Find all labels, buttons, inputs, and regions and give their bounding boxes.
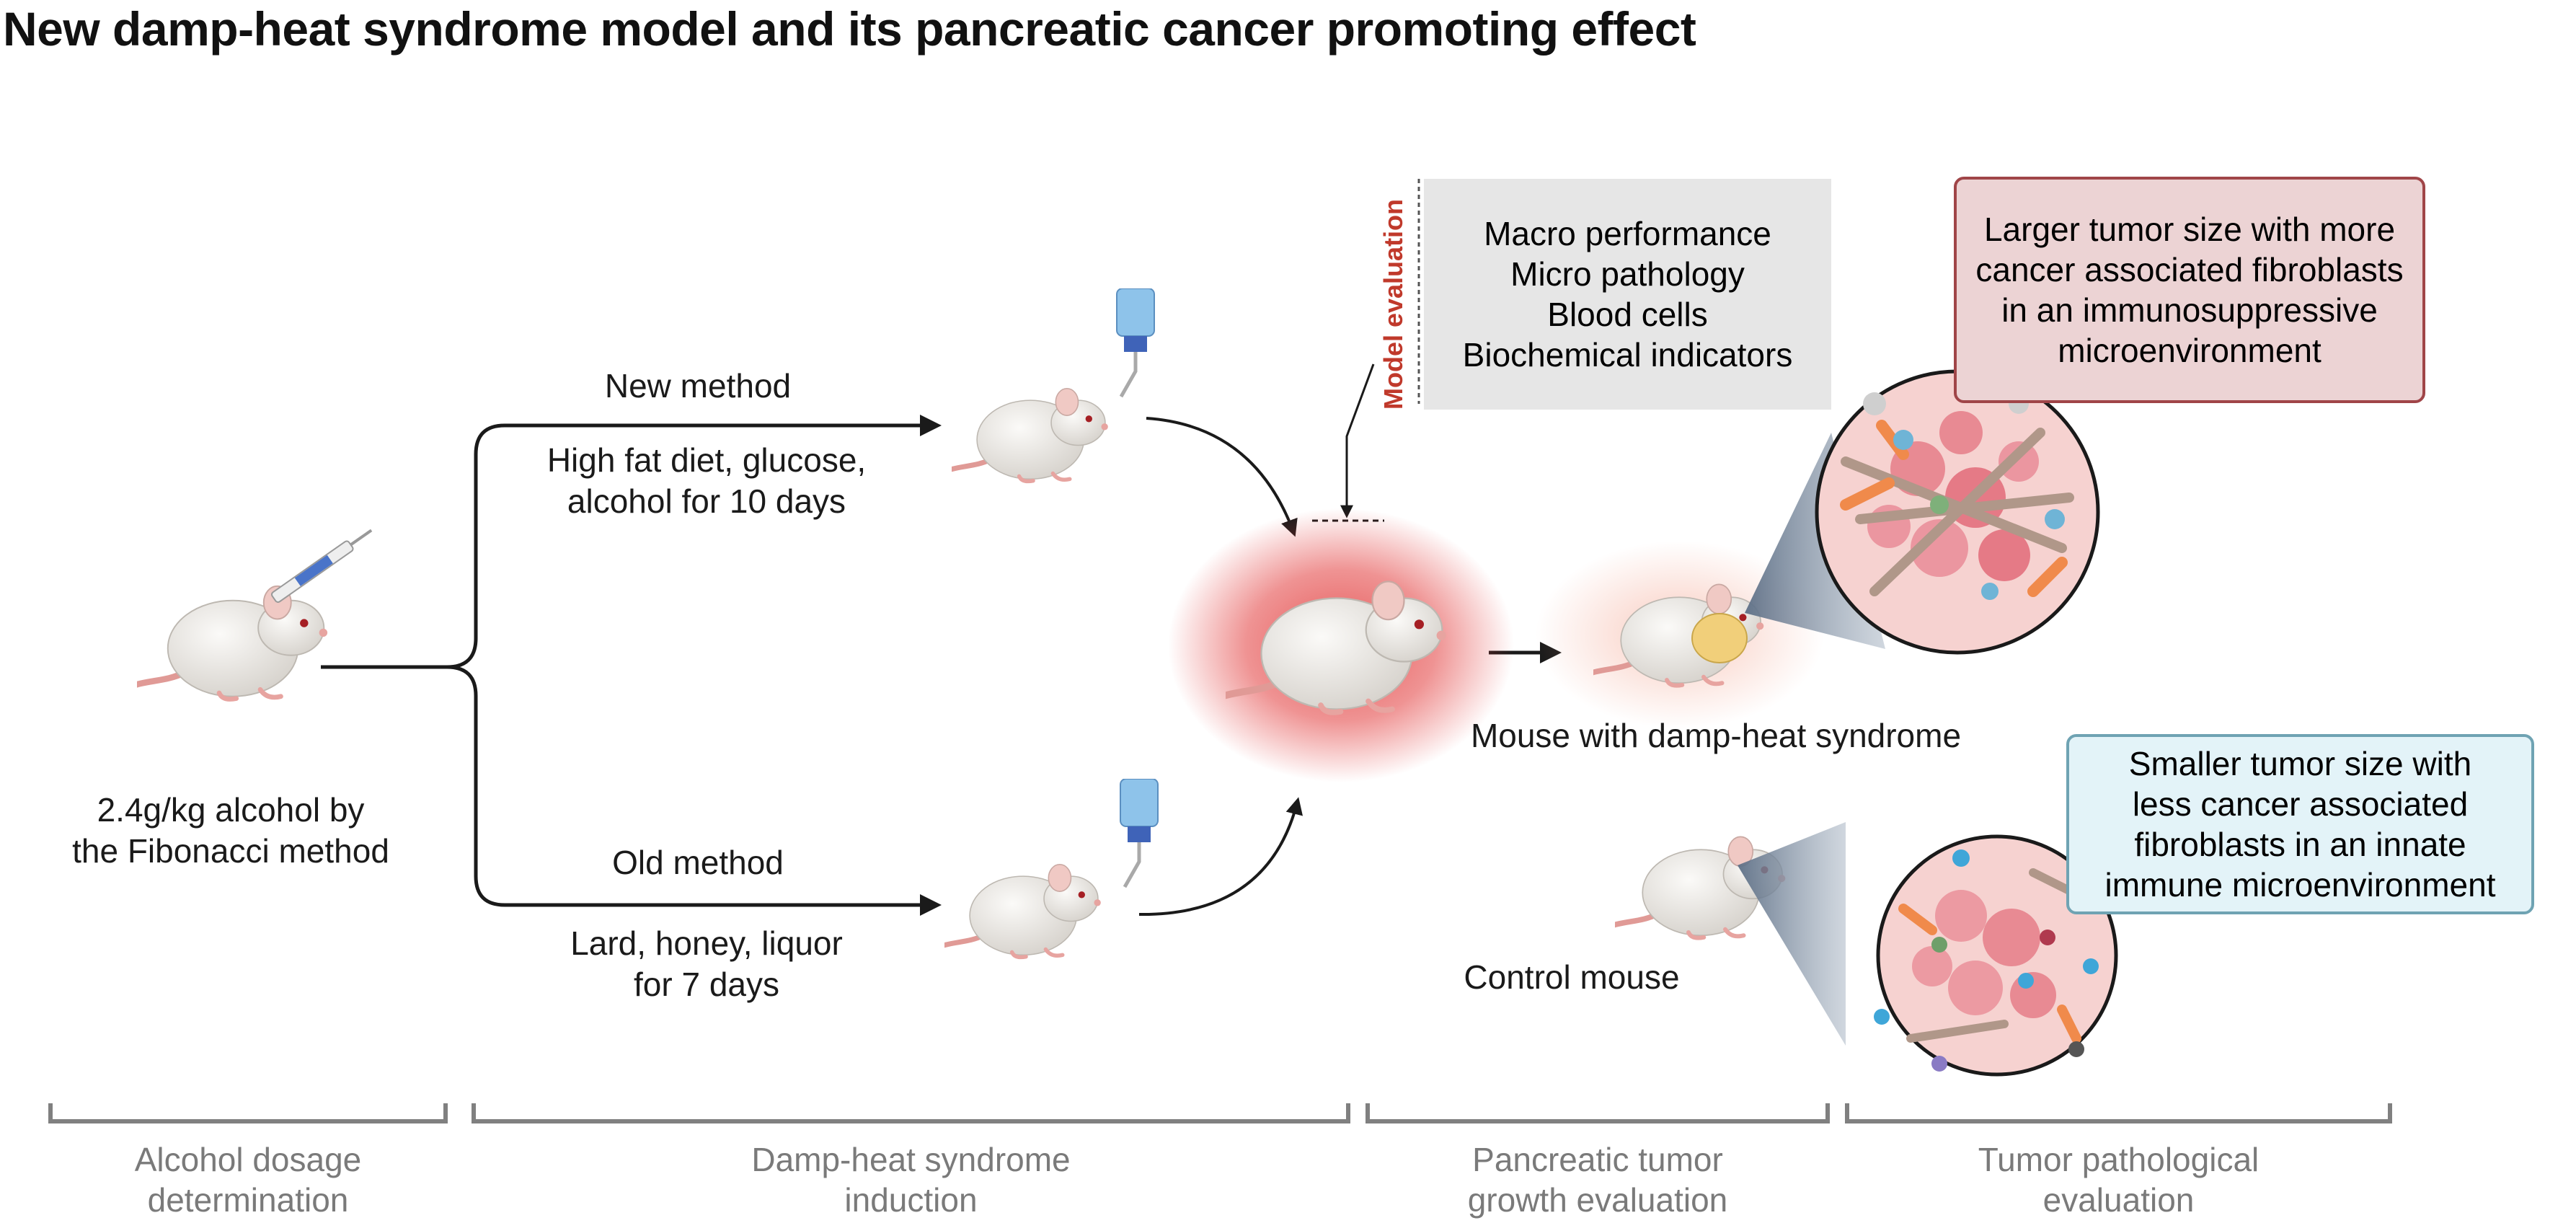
upper-branch-line — [446, 415, 942, 669]
upper-curved-arrow — [1146, 417, 1298, 537]
stage-label-line1: Pancreatic tumor — [1472, 1141, 1723, 1178]
old-method-heading: Old method — [612, 844, 784, 881]
stage-bracket-1 — [48, 1103, 448, 1123]
tumor-large-text: Larger tumor size with more cancer assoc… — [1955, 178, 2424, 402]
model-eval-label: Model evaluation — [1378, 198, 1408, 410]
stage-label-line2: evaluation — [2042, 1181, 2195, 1219]
stage-label-line1: Damp-heat syndrome — [751, 1141, 1071, 1178]
new-method-detail-line1: High fat diet, glucose, — [546, 441, 867, 479]
model-eval-connector — [1340, 363, 1375, 518]
tumor-large-line: microenvironment — [2058, 332, 2322, 369]
tumor-large-cells — [1840, 392, 2074, 600]
stage-bracket-2 — [472, 1103, 1350, 1123]
model-eval-item: Macro performance — [1484, 215, 1771, 252]
tumor-large-line: in an immunosuppressive — [2001, 291, 2378, 329]
old-method-bottle — [1120, 779, 1158, 887]
tumor-small-line: less cancer associated — [2132, 785, 2469, 823]
stage-label-line2: determination — [147, 1181, 349, 1219]
dosage-mouse — [34, 586, 327, 710]
dosage-label: 2.4g/kg alcohol by the Fibonacci method — [22, 790, 440, 872]
zoom-cone-lower — [1738, 822, 1846, 1046]
stage-label-2: Damp-heat syndrome induction — [474, 1139, 1348, 1220]
model-eval-list: Macro performance Micro pathology Blood … — [1424, 179, 1831, 410]
stage-label-line1: Tumor pathological — [1978, 1141, 2259, 1178]
stage-label-3: Pancreatic tumor growth evaluation — [1368, 1139, 1828, 1220]
old-method-detail-line1: Lard, honey, liquor — [570, 924, 843, 962]
new-method-detail-line2: alcohol for 10 days — [567, 482, 846, 520]
tumor-large-line: Larger tumor size with more — [1983, 211, 2396, 248]
tumor-small-text: Smaller tumor size with less cancer asso… — [2068, 736, 2533, 913]
damp-heat-mouse-label: Mouse with damp-heat syndrome — [1470, 717, 1962, 754]
tumor-large-box — [1954, 177, 2425, 403]
dosage-label-line2: the Fibonacci method — [72, 832, 389, 870]
stage-label-line1: Alcohol dosage — [134, 1141, 362, 1178]
stage-bracket-4 — [1845, 1103, 2392, 1123]
figure-title: New damp-heat syndrome model and its pan… — [3, 2, 1696, 56]
model-eval-panel — [1424, 179, 1831, 410]
stage-label-1: Alcohol dosage determination — [50, 1139, 446, 1220]
new-method-heading: New method — [604, 367, 792, 405]
old-method-detail-line2: for 7 days — [634, 966, 779, 1003]
new-method-detail: High fat diet, glucose, alcohol for 10 d… — [505, 440, 908, 522]
model-eval-item: Biochemical indicators — [1462, 336, 1793, 374]
model-eval-item: Blood cells — [1547, 296, 1708, 333]
control-mouse — [1523, 836, 1786, 948]
stage-label-4: Tumor pathological evaluation — [1847, 1139, 2390, 1220]
tumor-large-line: cancer associated fibroblasts — [1975, 251, 2404, 288]
old-method-detail: Lard, honey, liquor for 7 days — [505, 923, 908, 1005]
tumor-small-line: Smaller tumor size with — [2128, 745, 2472, 782]
lower-curved-arrow — [1138, 797, 1303, 917]
stage-bracket-3 — [1366, 1103, 1830, 1123]
stage-label-line2: induction — [844, 1181, 978, 1219]
lower-branch-line — [446, 665, 942, 916]
stage-label-line2: growth evaluation — [1467, 1181, 1728, 1219]
tumor-small-line: fibroblasts in an innate — [2134, 826, 2466, 863]
model-eval-item: Micro pathology — [1510, 255, 1745, 293]
tumor-small-box — [2066, 734, 2534, 914]
tumor-mass — [1691, 613, 1748, 663]
dosage-label-line1: 2.4g/kg alcohol by — [97, 791, 365, 829]
syringe-icon — [270, 529, 373, 603]
tumor-small-cells — [1874, 849, 2099, 1072]
control-mouse-label: Control mouse — [1464, 958, 1680, 996]
new-method-bottle — [1117, 288, 1154, 397]
tumor-small-line: immune microenvironment — [2104, 866, 2496, 904]
